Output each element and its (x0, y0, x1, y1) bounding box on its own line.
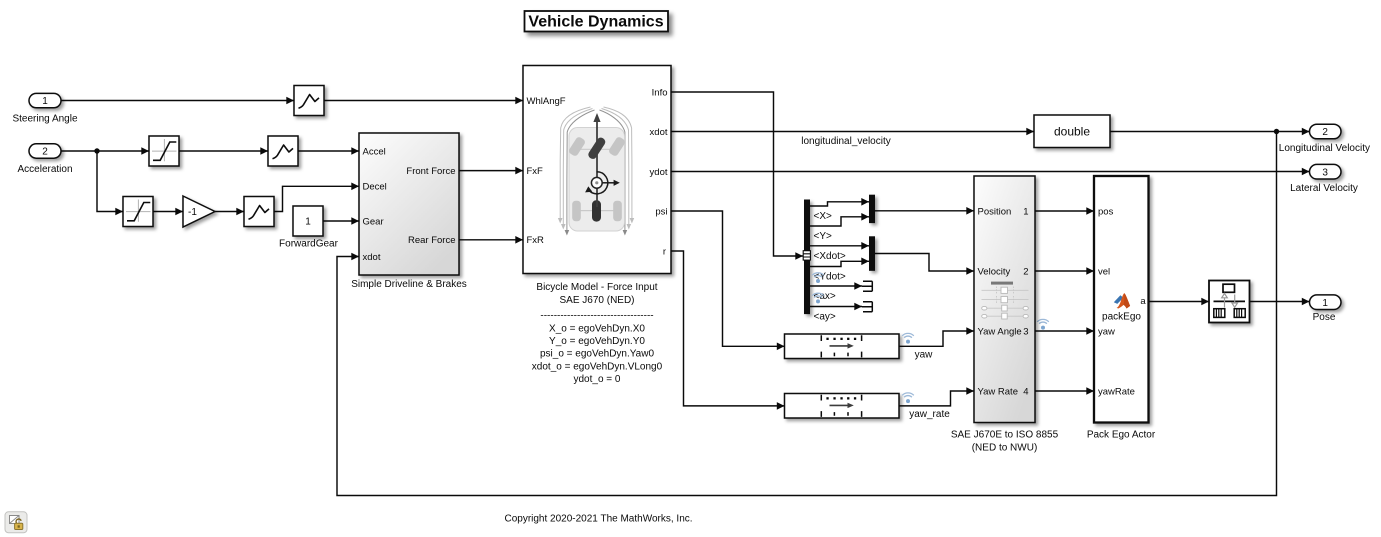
svg-text:Front Force: Front Force (406, 166, 455, 177)
svg-text:Accel: Accel (363, 146, 386, 157)
svg-text:Bicycle Model - Force Input: Bicycle Model - Force Input (536, 282, 657, 293)
svg-text:Pose: Pose (1313, 312, 1336, 323)
svg-text:Velocity: Velocity (978, 266, 1011, 277)
svg-text:FxF: FxF (527, 166, 544, 177)
svg-text:Simple Driveline & Brakes: Simple Driveline & Brakes (351, 279, 467, 290)
svg-text:Vehicle Dynamics: Vehicle Dynamics (528, 13, 663, 30)
svg-text:1: 1 (42, 96, 48, 107)
svg-text:3: 3 (1023, 326, 1028, 337)
svg-text:a: a (1140, 296, 1146, 307)
svg-text:1: 1 (1023, 206, 1028, 217)
svg-text:1: 1 (1322, 298, 1328, 309)
svg-text:Steering Angle: Steering Angle (12, 114, 77, 125)
svg-text:xdot: xdot (650, 127, 668, 138)
svg-text:WhlAngF: WhlAngF (527, 96, 566, 107)
svg-text:<Xdot>: <Xdot> (814, 251, 846, 262)
svg-text:3: 3 (1322, 167, 1328, 178)
svg-text:yawRate: yawRate (1098, 386, 1135, 397)
svg-text:<Ydot>: <Ydot> (814, 271, 846, 282)
svg-text:Pack Ego Actor: Pack Ego Actor (1087, 430, 1156, 441)
svg-text:packEgo: packEgo (1102, 312, 1141, 323)
svg-text:<ay>: <ay> (814, 311, 836, 322)
svg-text:Acceleration: Acceleration (17, 164, 72, 175)
svg-text:2: 2 (42, 147, 48, 158)
svg-text:Y_o = egoVehDyn.Y0: Y_o = egoVehDyn.Y0 (549, 336, 645, 347)
svg-text:Rear Force: Rear Force (408, 235, 456, 246)
svg-text:r: r (663, 246, 666, 257)
svg-text:4: 4 (1023, 386, 1028, 397)
svg-text:(NED to NWU): (NED to NWU) (972, 442, 1038, 453)
svg-text:yaw: yaw (915, 350, 934, 361)
svg-text:<X>: <X> (814, 211, 833, 222)
svg-text:Lateral Velocity: Lateral Velocity (1290, 183, 1358, 194)
svg-text:------------------------------: ---------------------------------- (540, 310, 653, 321)
svg-text:SAE J670 (NED): SAE J670 (NED) (559, 295, 634, 306)
svg-text:-1: -1 (188, 207, 197, 218)
svg-text:psi_o = egoVehDyn.Yaw0: psi_o = egoVehDyn.Yaw0 (540, 349, 655, 360)
svg-text:2: 2 (1023, 266, 1028, 277)
svg-text:ForwardGear: ForwardGear (279, 239, 339, 250)
svg-text:ydot_o = 0: ydot_o = 0 (574, 374, 621, 385)
svg-text:xdot_o = egoVehDyn.VLong0: xdot_o = egoVehDyn.VLong0 (532, 361, 663, 372)
svg-text:Position: Position (978, 206, 1012, 217)
svg-text:yaw: yaw (1098, 327, 1115, 338)
svg-text:ydot: ydot (650, 167, 668, 178)
svg-text:psi: psi (655, 206, 667, 217)
svg-text:<ax>: <ax> (814, 291, 836, 302)
svg-text:Yaw Angle: Yaw Angle (978, 326, 1022, 337)
svg-text:SAE J670E to ISO 8855: SAE J670E to ISO 8855 (951, 430, 1059, 441)
svg-text:Info: Info (652, 87, 668, 98)
svg-text:Yaw Rate: Yaw Rate (978, 386, 1018, 397)
svg-text:X_o = egoVehDyn.X0: X_o = egoVehDyn.X0 (549, 323, 645, 334)
svg-text:Copyright 2020-2021 The MathWo: Copyright 2020-2021 The MathWorks, Inc. (504, 513, 692, 524)
svg-text:vel: vel (1098, 266, 1110, 277)
svg-text:FxR: FxR (527, 235, 545, 246)
svg-text:<Y>: <Y> (814, 231, 833, 242)
svg-text:yaw_rate: yaw_rate (909, 409, 950, 420)
svg-text:longitudinal_velocity: longitudinal_velocity (801, 136, 891, 147)
svg-text:xdot: xdot (363, 252, 381, 263)
svg-text:2: 2 (1322, 127, 1328, 138)
svg-text:Longitudinal Velocity: Longitudinal Velocity (1279, 143, 1370, 154)
svg-text:Decel: Decel (363, 182, 387, 193)
svg-text:double: double (1054, 124, 1090, 138)
svg-text:pos: pos (1098, 206, 1114, 217)
svg-text:1: 1 (305, 217, 311, 228)
svg-text:Gear: Gear (363, 217, 384, 228)
